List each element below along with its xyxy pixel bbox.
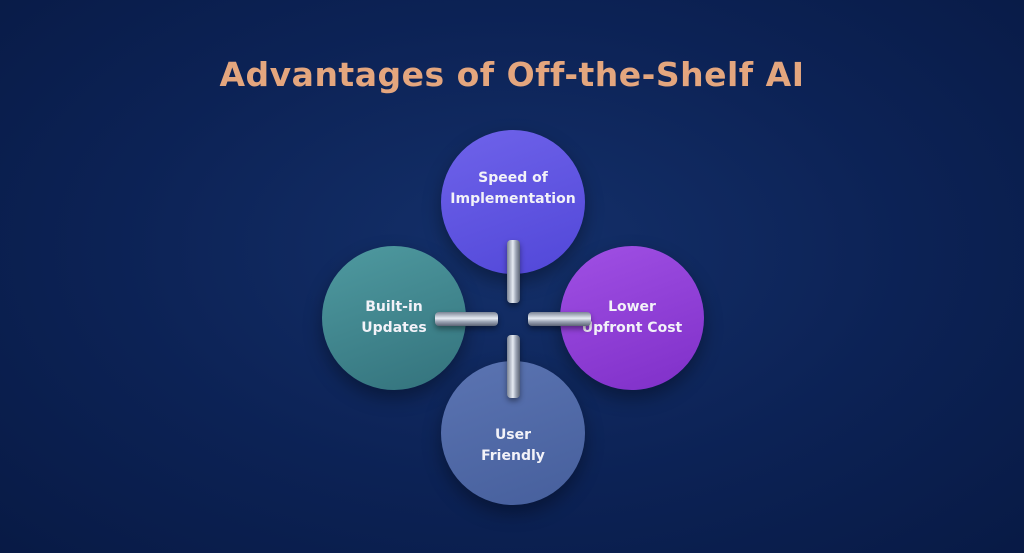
- connector-bottom: [507, 335, 520, 398]
- advantage-label-line2: Implementation: [450, 191, 576, 207]
- advantage-label-line2: Upfront Cost: [581, 320, 683, 336]
- advantage-label-line1: Lower: [608, 299, 656, 315]
- connector-right: [528, 312, 591, 326]
- advantage-label-line1: User: [494, 427, 532, 443]
- diagram-title: Advantages of Off-the-Shelf AI: [219, 55, 805, 94]
- connector-top: [507, 240, 520, 303]
- advantage-label-line1: Speed of: [478, 170, 548, 186]
- advantage-label-line2: Updates: [361, 320, 427, 336]
- advantage-label-line1: Built-in: [365, 299, 423, 315]
- connector-left: [435, 312, 498, 326]
- advantage-label-line2: Friendly: [481, 448, 545, 464]
